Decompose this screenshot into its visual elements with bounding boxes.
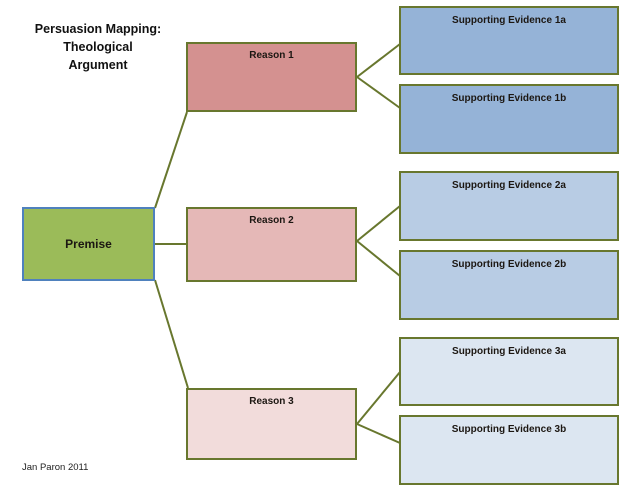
evidence-3a-node: Supporting Evidence 3a xyxy=(399,337,619,406)
evidence-1b-label: Supporting Evidence 1b xyxy=(451,93,567,104)
reason-1-node: Reason 1 xyxy=(186,42,357,112)
connector-reason3-evidence3b xyxy=(356,423,401,444)
evidence-1a-node: Supporting Evidence 1a xyxy=(399,6,619,75)
reason-3-label: Reason 3 xyxy=(249,396,294,407)
evidence-3a-label: Supporting Evidence 3a xyxy=(452,346,566,357)
reason-1-label: Reason 1 xyxy=(249,50,294,61)
author-credit: Jan Paron 2011 xyxy=(22,462,89,473)
evidence-2b-node: Supporting Evidence 2b xyxy=(399,250,619,320)
connector-reason2-evidence2a xyxy=(356,205,401,242)
title-line-1: Persuasion Mapping: xyxy=(34,22,162,36)
evidence-2b-label: Supporting Evidence 2b xyxy=(451,259,567,270)
title-line-3: Argument xyxy=(68,58,128,72)
connector-premise-reason1 xyxy=(154,111,188,209)
evidence-2a-node: Supporting Evidence 2a xyxy=(399,171,619,241)
reason-2-label: Reason 2 xyxy=(249,215,294,226)
connector-reason3-evidence3a xyxy=(356,371,401,425)
reason-3-node: Reason 3 xyxy=(186,388,357,460)
evidence-1b-node: Supporting Evidence 1b xyxy=(399,84,619,154)
diagram-title: Persuasion Mapping: Theological Argument xyxy=(18,20,178,74)
premise-label: Premise xyxy=(65,237,112,251)
evidence-2a-label: Supporting Evidence 2a xyxy=(452,180,566,191)
evidence-1a-label: Supporting Evidence 1a xyxy=(452,15,566,26)
evidence-3b-label: Supporting Evidence 3b xyxy=(451,424,567,435)
evidence-3b-node: Supporting Evidence 3b xyxy=(399,415,619,485)
connector-reason1-evidence1a xyxy=(356,43,401,78)
reason-2-node: Reason 2 xyxy=(186,207,357,282)
premise-node: Premise xyxy=(22,207,155,281)
title-line-2: Theological xyxy=(63,40,133,54)
connector-reason2-evidence2b xyxy=(356,240,401,277)
connector-premise-reason3 xyxy=(154,279,189,389)
connector-reason1-evidence1b xyxy=(356,76,401,109)
